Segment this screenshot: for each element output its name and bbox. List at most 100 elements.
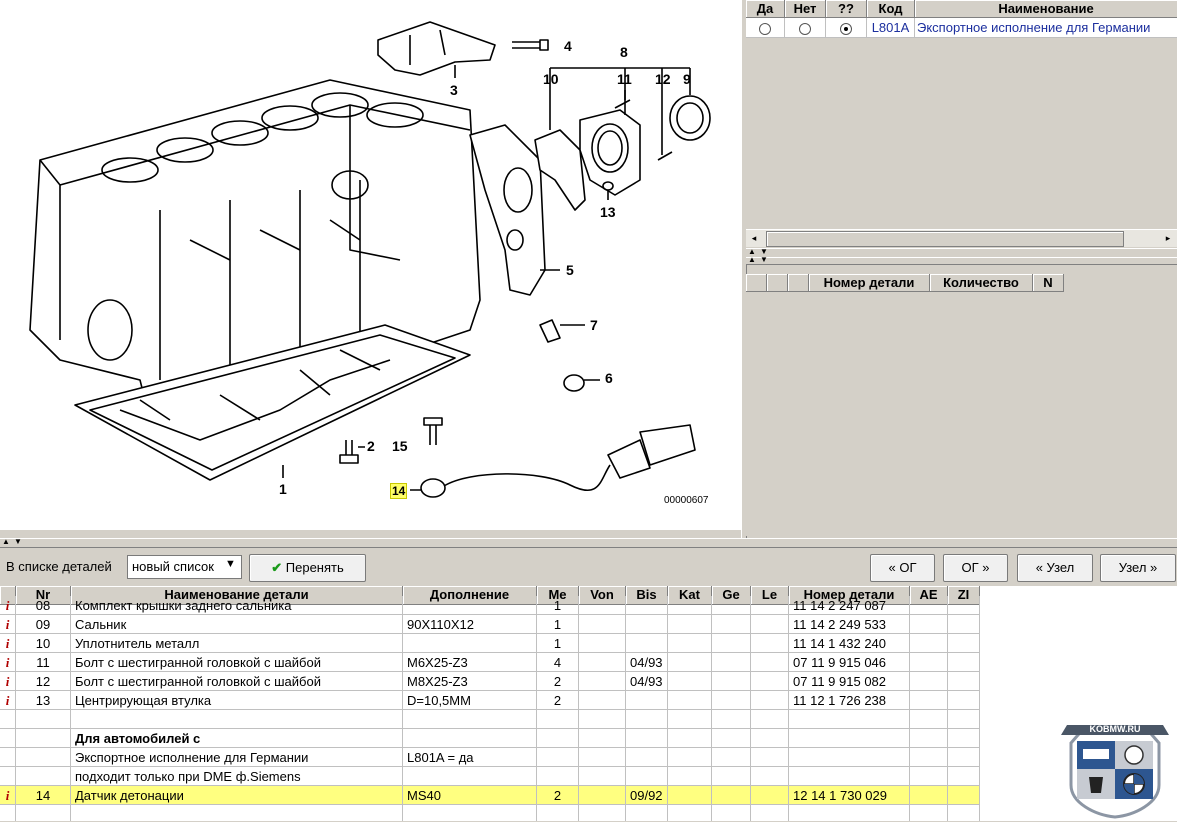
chevron-down-icon[interactable]: ▼ <box>225 558 236 570</box>
cell-von <box>579 672 626 691</box>
cell-ge <box>712 710 751 729</box>
prev-node-button[interactable]: « Узел <box>1017 554 1093 582</box>
scroll-thumb[interactable] <box>766 231 1124 247</box>
callout-15[interactable]: 15 <box>392 438 408 454</box>
collapse-up-icon-2[interactable]: ▲ <box>748 255 756 264</box>
callout-1[interactable]: 1 <box>279 481 287 497</box>
table-row[interactable]: подходит только при DME ф.Siemens <box>0 767 980 786</box>
col-header-kat[interactable]: Kat <box>668 586 712 605</box>
vertical-splitter[interactable] <box>741 0 747 538</box>
col-header-bis[interactable]: Bis <box>626 586 668 605</box>
col-header-part-name[interactable]: Наименование детали <box>71 586 403 605</box>
callout-7[interactable]: 7 <box>590 317 598 333</box>
info-icon[interactable] <box>0 767 16 786</box>
collapse-down-icon[interactable]: ▼ <box>760 247 768 256</box>
col-header-quantity[interactable]: Количество <box>930 274 1033 292</box>
info-icon[interactable] <box>0 805 16 821</box>
apply-button[interactable]: ✔ Перенять <box>249 554 366 582</box>
col-header-yes[interactable]: Да <box>746 0 785 18</box>
table-row[interactable]: Для автомобилей с <box>0 729 980 748</box>
col-header-extra[interactable]: Дополнение <box>403 586 537 605</box>
cell-ae <box>910 786 948 805</box>
option-code: L801A <box>867 18 915 37</box>
col-header-no[interactable]: Нет <box>785 0 826 18</box>
col-header-name[interactable]: Наименование <box>915 0 1177 18</box>
cell-nr: 12 <box>16 672 71 691</box>
col-header-n[interactable]: N <box>1033 274 1064 292</box>
col-header-ge[interactable]: Ge <box>712 586 751 605</box>
table-row[interactable] <box>0 710 980 729</box>
info-icon[interactable]: i <box>0 672 16 691</box>
col-header-part-number[interactable]: Номер детали <box>789 586 910 605</box>
callout-12[interactable]: 12 <box>655 71 671 87</box>
col-header-le[interactable]: Le <box>751 586 789 605</box>
radio-yes[interactable] <box>759 22 771 35</box>
cell-bis <box>626 729 668 748</box>
cell-le <box>751 786 789 805</box>
info-icon[interactable]: i <box>0 596 16 615</box>
main-splitter[interactable]: ▲ ▼ <box>0 537 1177 548</box>
info-icon[interactable] <box>0 748 16 767</box>
cell-nr <box>16 748 71 767</box>
callout-8[interactable]: 8 <box>620 44 628 60</box>
col-header-unknown[interactable]: ?? <box>826 0 867 18</box>
next-node-button[interactable]: Узел » <box>1100 554 1176 582</box>
scroll-left-icon[interactable]: ◂ <box>751 233 757 243</box>
col-header-code[interactable]: Код <box>867 0 915 18</box>
col-header-nr[interactable]: Nr <box>16 586 71 605</box>
parts-diagram[interactable]: 4 3 8 10 11 12 9 13 5 7 6 2 15 1 14 0000… <box>0 0 741 530</box>
radio-unknown[interactable] <box>840 22 852 35</box>
cell-ge <box>712 786 751 805</box>
scroll-right-icon[interactable]: ▸ <box>1165 233 1171 243</box>
callout-13[interactable]: 13 <box>600 204 616 220</box>
info-icon[interactable]: i <box>0 786 16 805</box>
callout-4[interactable]: 4 <box>564 38 572 54</box>
info-icon[interactable]: i <box>0 634 16 653</box>
cell-ge <box>712 634 751 653</box>
options-scrollbar[interactable]: ◂ ▸ <box>746 229 1177 247</box>
expand-down-icon[interactable]: ▼ <box>14 537 22 546</box>
expand-up-icon[interactable]: ▲ <box>2 537 10 546</box>
cell-bis <box>626 596 668 615</box>
cell-me <box>537 805 579 821</box>
callout-9[interactable]: 9 <box>683 71 691 87</box>
info-icon[interactable] <box>0 729 16 748</box>
next-group-button[interactable]: ОГ » <box>943 554 1008 582</box>
cell-ae <box>910 710 948 729</box>
radio-no[interactable] <box>799 22 811 35</box>
col-header-ae[interactable]: AE <box>910 586 948 605</box>
collapse-up-icon[interactable]: ▲ <box>748 247 756 256</box>
col-header-part-number[interactable]: Номер детали <box>809 274 930 292</box>
info-icon[interactable]: i <box>0 653 16 672</box>
option-row[interactable]: L801A Экспортное исполнение для Германии <box>746 18 1177 38</box>
callout-5[interactable]: 5 <box>566 262 574 278</box>
table-row[interactable] <box>0 805 980 821</box>
callout-10[interactable]: 10 <box>543 71 559 87</box>
callout-2[interactable]: 2 <box>367 438 375 454</box>
callout-6[interactable]: 6 <box>605 370 613 386</box>
callout-14[interactable]: 14 <box>389 483 408 499</box>
col-header-me[interactable]: Me <box>537 586 579 605</box>
right-splitter-2[interactable]: ▲ ▼ <box>746 255 1177 265</box>
callout-11[interactable]: 11 <box>617 71 632 87</box>
col-header-von[interactable]: Von <box>579 586 626 605</box>
prev-group-button[interactable]: « ОГ <box>870 554 935 582</box>
cell-ge <box>712 596 751 615</box>
cell-kat <box>668 729 712 748</box>
info-icon[interactable]: i <box>0 615 16 634</box>
cell-name: Центрирующая втулка <box>71 691 403 710</box>
collapse-down-icon-2[interactable]: ▼ <box>760 255 768 264</box>
col-header-zi[interactable]: ZI <box>948 586 980 605</box>
info-icon[interactable] <box>0 710 16 729</box>
list-select[interactable]: новый список ▼ <box>127 555 242 579</box>
info-icon[interactable]: i <box>0 691 16 710</box>
callout-3[interactable]: 3 <box>450 82 458 98</box>
